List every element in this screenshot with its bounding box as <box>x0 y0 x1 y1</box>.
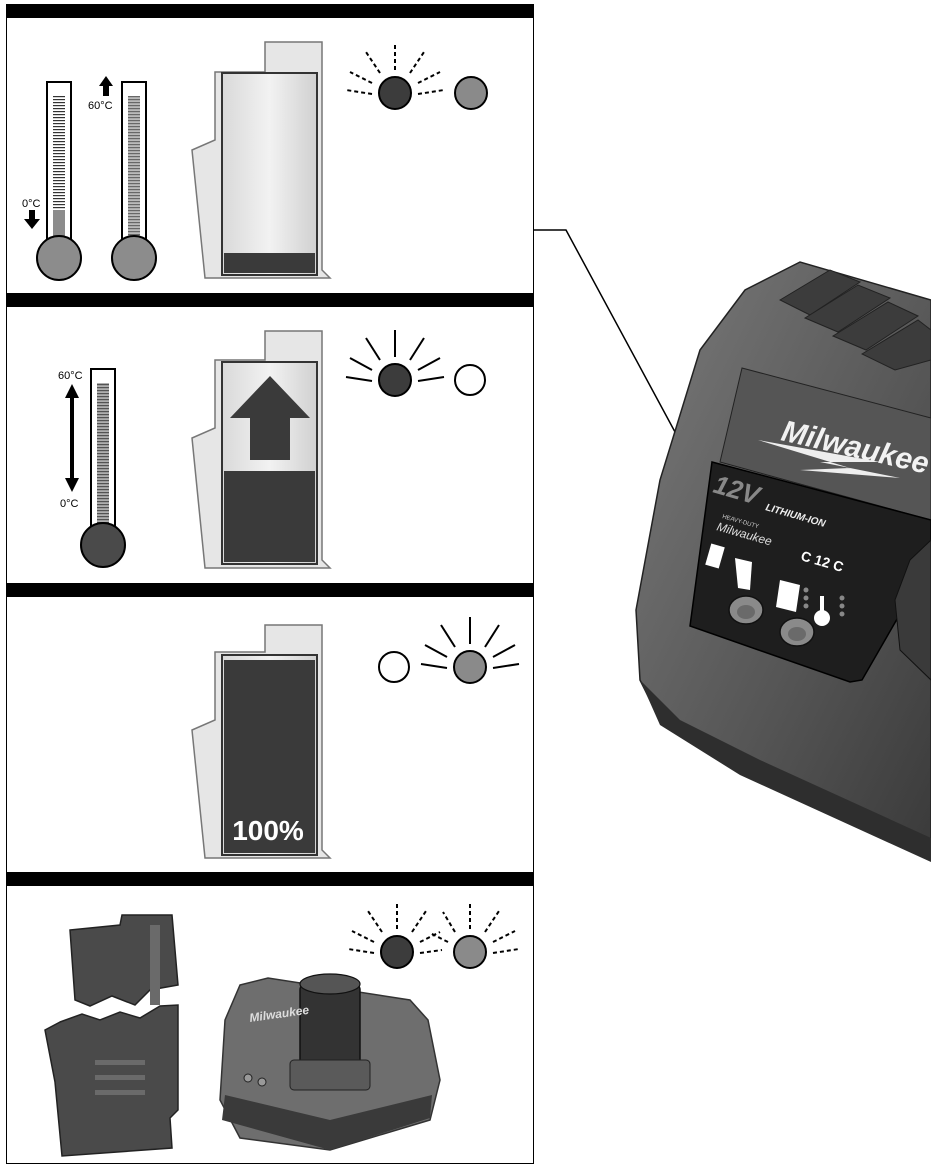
low-temp-label: 0°C <box>22 198 41 210</box>
lightning-bolt-icon <box>758 440 900 478</box>
thermometer-low-icon <box>36 81 82 281</box>
thermometer-charging-icon <box>80 368 126 568</box>
panel-4-frame <box>6 886 534 1164</box>
charger-illustration: Milwaukee 12V LITHIUM-ION HEAVY-DUTY Mil… <box>534 229 931 862</box>
battery-charging-icon <box>191 330 332 569</box>
thermometer-high-icon <box>111 81 157 281</box>
low-temp-label: 0°C <box>60 498 79 510</box>
status-dots <box>803 587 845 617</box>
panel-2-frame <box>6 307 534 583</box>
green-led-on-icon <box>420 617 520 684</box>
green-led-off-icon <box>454 76 488 110</box>
green-led-unlit-icon <box>454 364 486 396</box>
panel-3-frame <box>6 597 534 872</box>
red-led-flashing-icon <box>347 903 443 969</box>
charging-arrow-icon <box>230 376 310 460</box>
red-led-flashing-icon <box>345 44 445 110</box>
battery-icon <box>191 41 332 279</box>
range-arrow-icon <box>65 384 79 492</box>
panel-3-top-bar <box>6 583 534 597</box>
panel-4-top-bar <box>6 872 534 886</box>
green-led-flashing-icon <box>429 903 520 969</box>
red-led-on-icon <box>345 330 445 397</box>
full-charge-percent: 100% <box>232 815 304 846</box>
panel-1-frame <box>6 18 534 293</box>
plate-battery-icon <box>705 543 830 626</box>
panel-1-top-bar <box>6 4 534 18</box>
panel-4: Milwaukee <box>44 903 520 1157</box>
panel-2-top-bar <box>6 293 534 307</box>
panel-3: 100% <box>191 617 520 859</box>
battery-full-icon <box>191 624 332 859</box>
red-led-unlit-icon <box>378 651 410 683</box>
high-temp-label: 60°C <box>58 370 83 382</box>
broken-battery-icon <box>44 914 179 1157</box>
arrow-up-icon <box>99 76 113 96</box>
charger-led-left-icon <box>728 595 764 625</box>
high-temp-label: 60°C <box>88 100 113 112</box>
arrow-down-icon <box>24 210 40 229</box>
charger-led-right-icon <box>779 617 815 647</box>
panel-1: 0°C 60°C <box>22 41 488 281</box>
charger-with-battery-icon: Milwaukee <box>219 973 441 1151</box>
panel-2: 60°C 0°C <box>58 330 486 569</box>
